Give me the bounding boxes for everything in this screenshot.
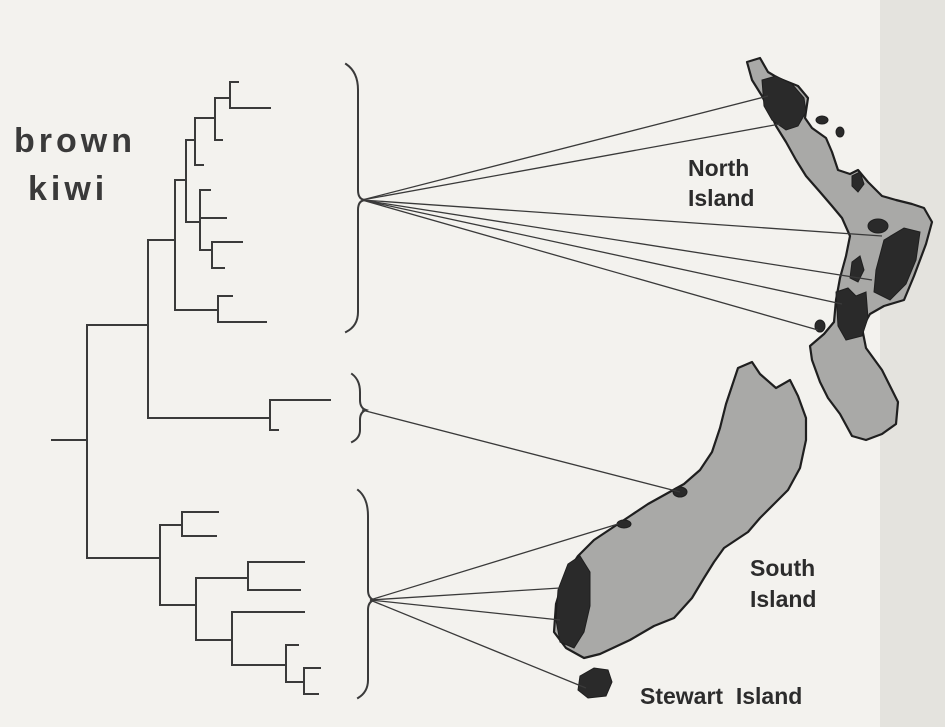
north-island-shape [745,56,934,442]
south-population-fiordland [555,555,591,649]
north-population-islet2 [835,126,845,138]
north-population-urewera [873,227,921,301]
north-island-label-line1: North [688,155,749,181]
south-population-okarito [616,519,632,529]
north-population-central [849,255,865,283]
north-population-west [814,319,826,333]
south-island-label-line2: Island [750,586,816,612]
new-zealand-map [552,56,934,699]
phylogenetic-tree [51,81,331,695]
stewart-island-label: Stewart Island [640,683,802,709]
bracket-lower [356,488,378,700]
south-island-shape [552,360,808,660]
north-population-taranaki [835,287,869,341]
north-population-northland [761,75,807,131]
page-edge-shading [880,0,945,727]
bracket-upper [344,62,367,334]
north-island-label-line2: Island [688,185,754,211]
clade-brackets [344,62,378,700]
south-island-label-line1: South [750,555,815,581]
group-label-line1: brown [14,122,136,160]
north-population-coromandel [851,171,865,193]
north-population-islet1 [815,115,829,125]
north-population-bay [867,218,889,234]
stewart-island-shape [577,667,613,699]
connector-lines [361,95,883,689]
group-label-line2: kiwi [28,170,108,208]
bracket-middle [350,372,370,444]
